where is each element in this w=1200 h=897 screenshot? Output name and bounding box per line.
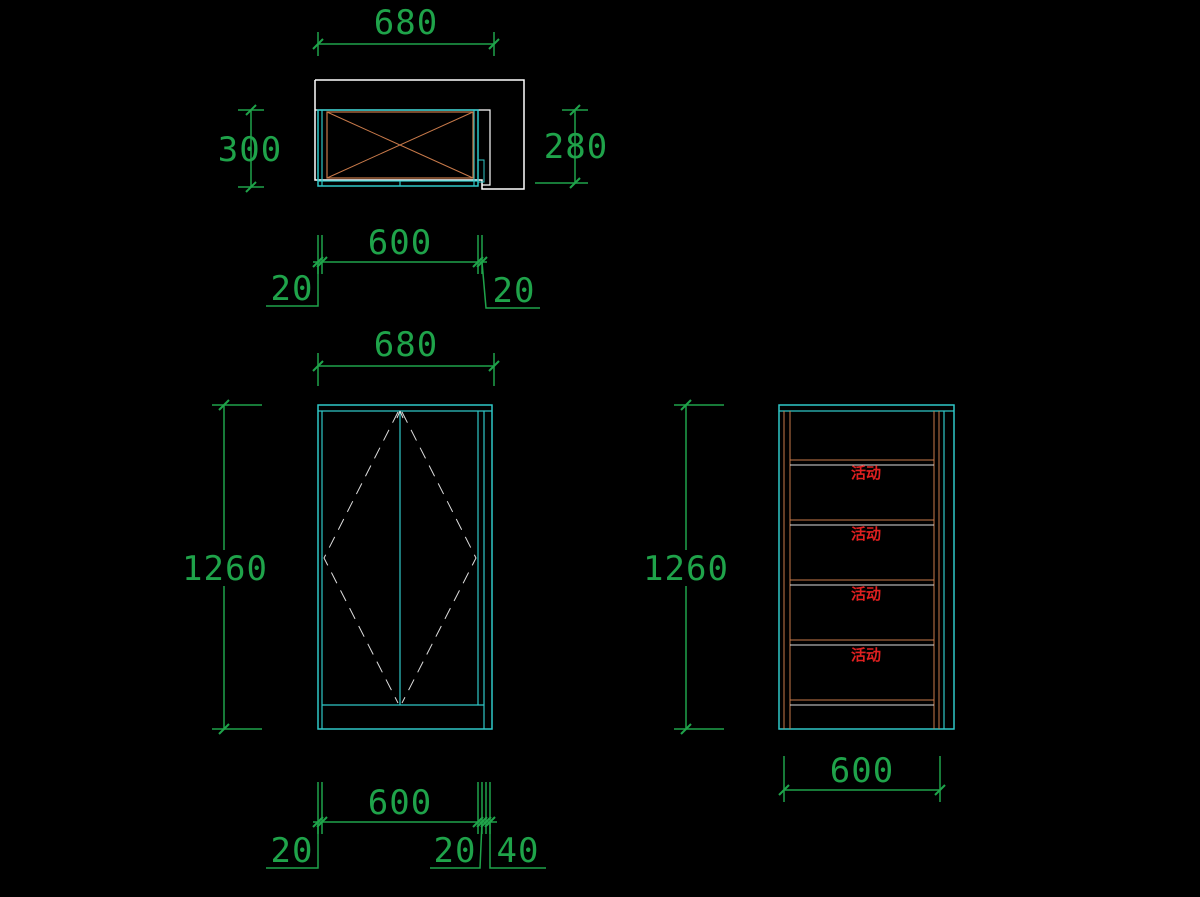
front-view-door-swing-right [401,411,477,704]
dim-front-inner-width-label: 600 [368,783,432,823]
top-view-cross-box [326,111,474,179]
dim-interior-height: 1260 [640,399,732,735]
top-view-outline [314,79,525,190]
front-view: 680 1260 [180,325,546,871]
dim-top-side-right-label: 20 [493,271,536,311]
dim-interior-width: 600 [778,751,946,802]
dim-front-inner-width: 600 20 20 40 [266,782,546,871]
dim-top-overall-width: 680 [312,3,500,56]
dim-top-depth-left: 300 [218,104,282,193]
dim-top-depth-right: 280 [535,104,608,189]
shelf-label: 活动 [851,585,881,603]
dim-top-depth-right-label: 280 [544,127,608,167]
dim-front-side-left-label: 20 [271,831,314,871]
interior-view-shelves [790,459,934,706]
interior-view-cabinet [778,404,955,730]
interior-view: 活动 活动 活动 活动 1260 600 [640,399,955,802]
dim-front-height-label: 1260 [182,549,268,589]
dim-interior-height-label: 1260 [643,549,729,589]
dim-front-height: 1260 [180,399,270,735]
dim-top-side-left-label: 20 [271,269,314,309]
dim-front-overall-width-label: 680 [374,325,438,365]
shelf-label: 活动 [851,646,881,664]
front-view-door-swing-left [323,411,399,704]
top-view: 680 300 280 [218,3,608,311]
dim-front-overall-width: 680 [312,325,500,386]
dim-interior-width-label: 600 [830,751,894,791]
dim-top-inner-width: 600 20 20 [266,223,540,311]
dim-top-depth-left-label: 300 [218,130,282,170]
dim-top-overall-width-label: 680 [374,3,438,43]
dim-front-side-right-label: 20 [434,831,477,871]
top-view-panel [317,109,479,187]
shelf-label: 活动 [851,525,881,543]
shelf-label: 活动 [851,464,881,482]
top-view-handle [477,159,485,183]
dim-front-extra-right-label: 40 [497,831,540,871]
dim-top-inner-width-label: 600 [368,223,432,263]
top-view-cross-line [326,111,474,179]
front-view-cabinet [317,404,493,730]
